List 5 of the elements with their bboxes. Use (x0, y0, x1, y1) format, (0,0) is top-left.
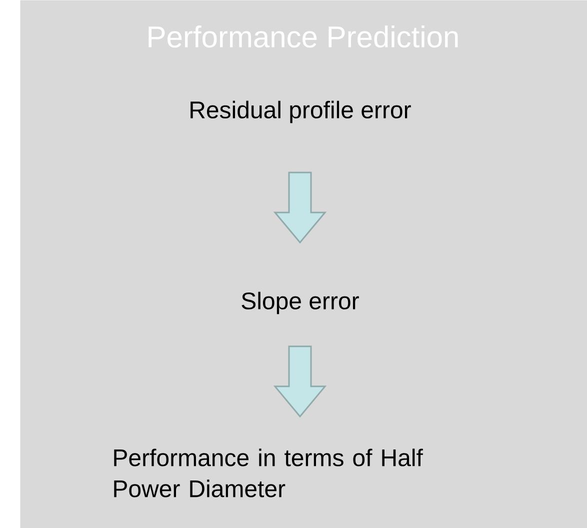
step-text: Performance in terms of Half Power Diameter (114, 448, 423, 498)
step-text: Slope error (242, 292, 359, 314)
step-text: Residual profile error (190, 100, 411, 124)
block-arrow (273, 346, 327, 418)
block-arrow (273, 172, 327, 244)
